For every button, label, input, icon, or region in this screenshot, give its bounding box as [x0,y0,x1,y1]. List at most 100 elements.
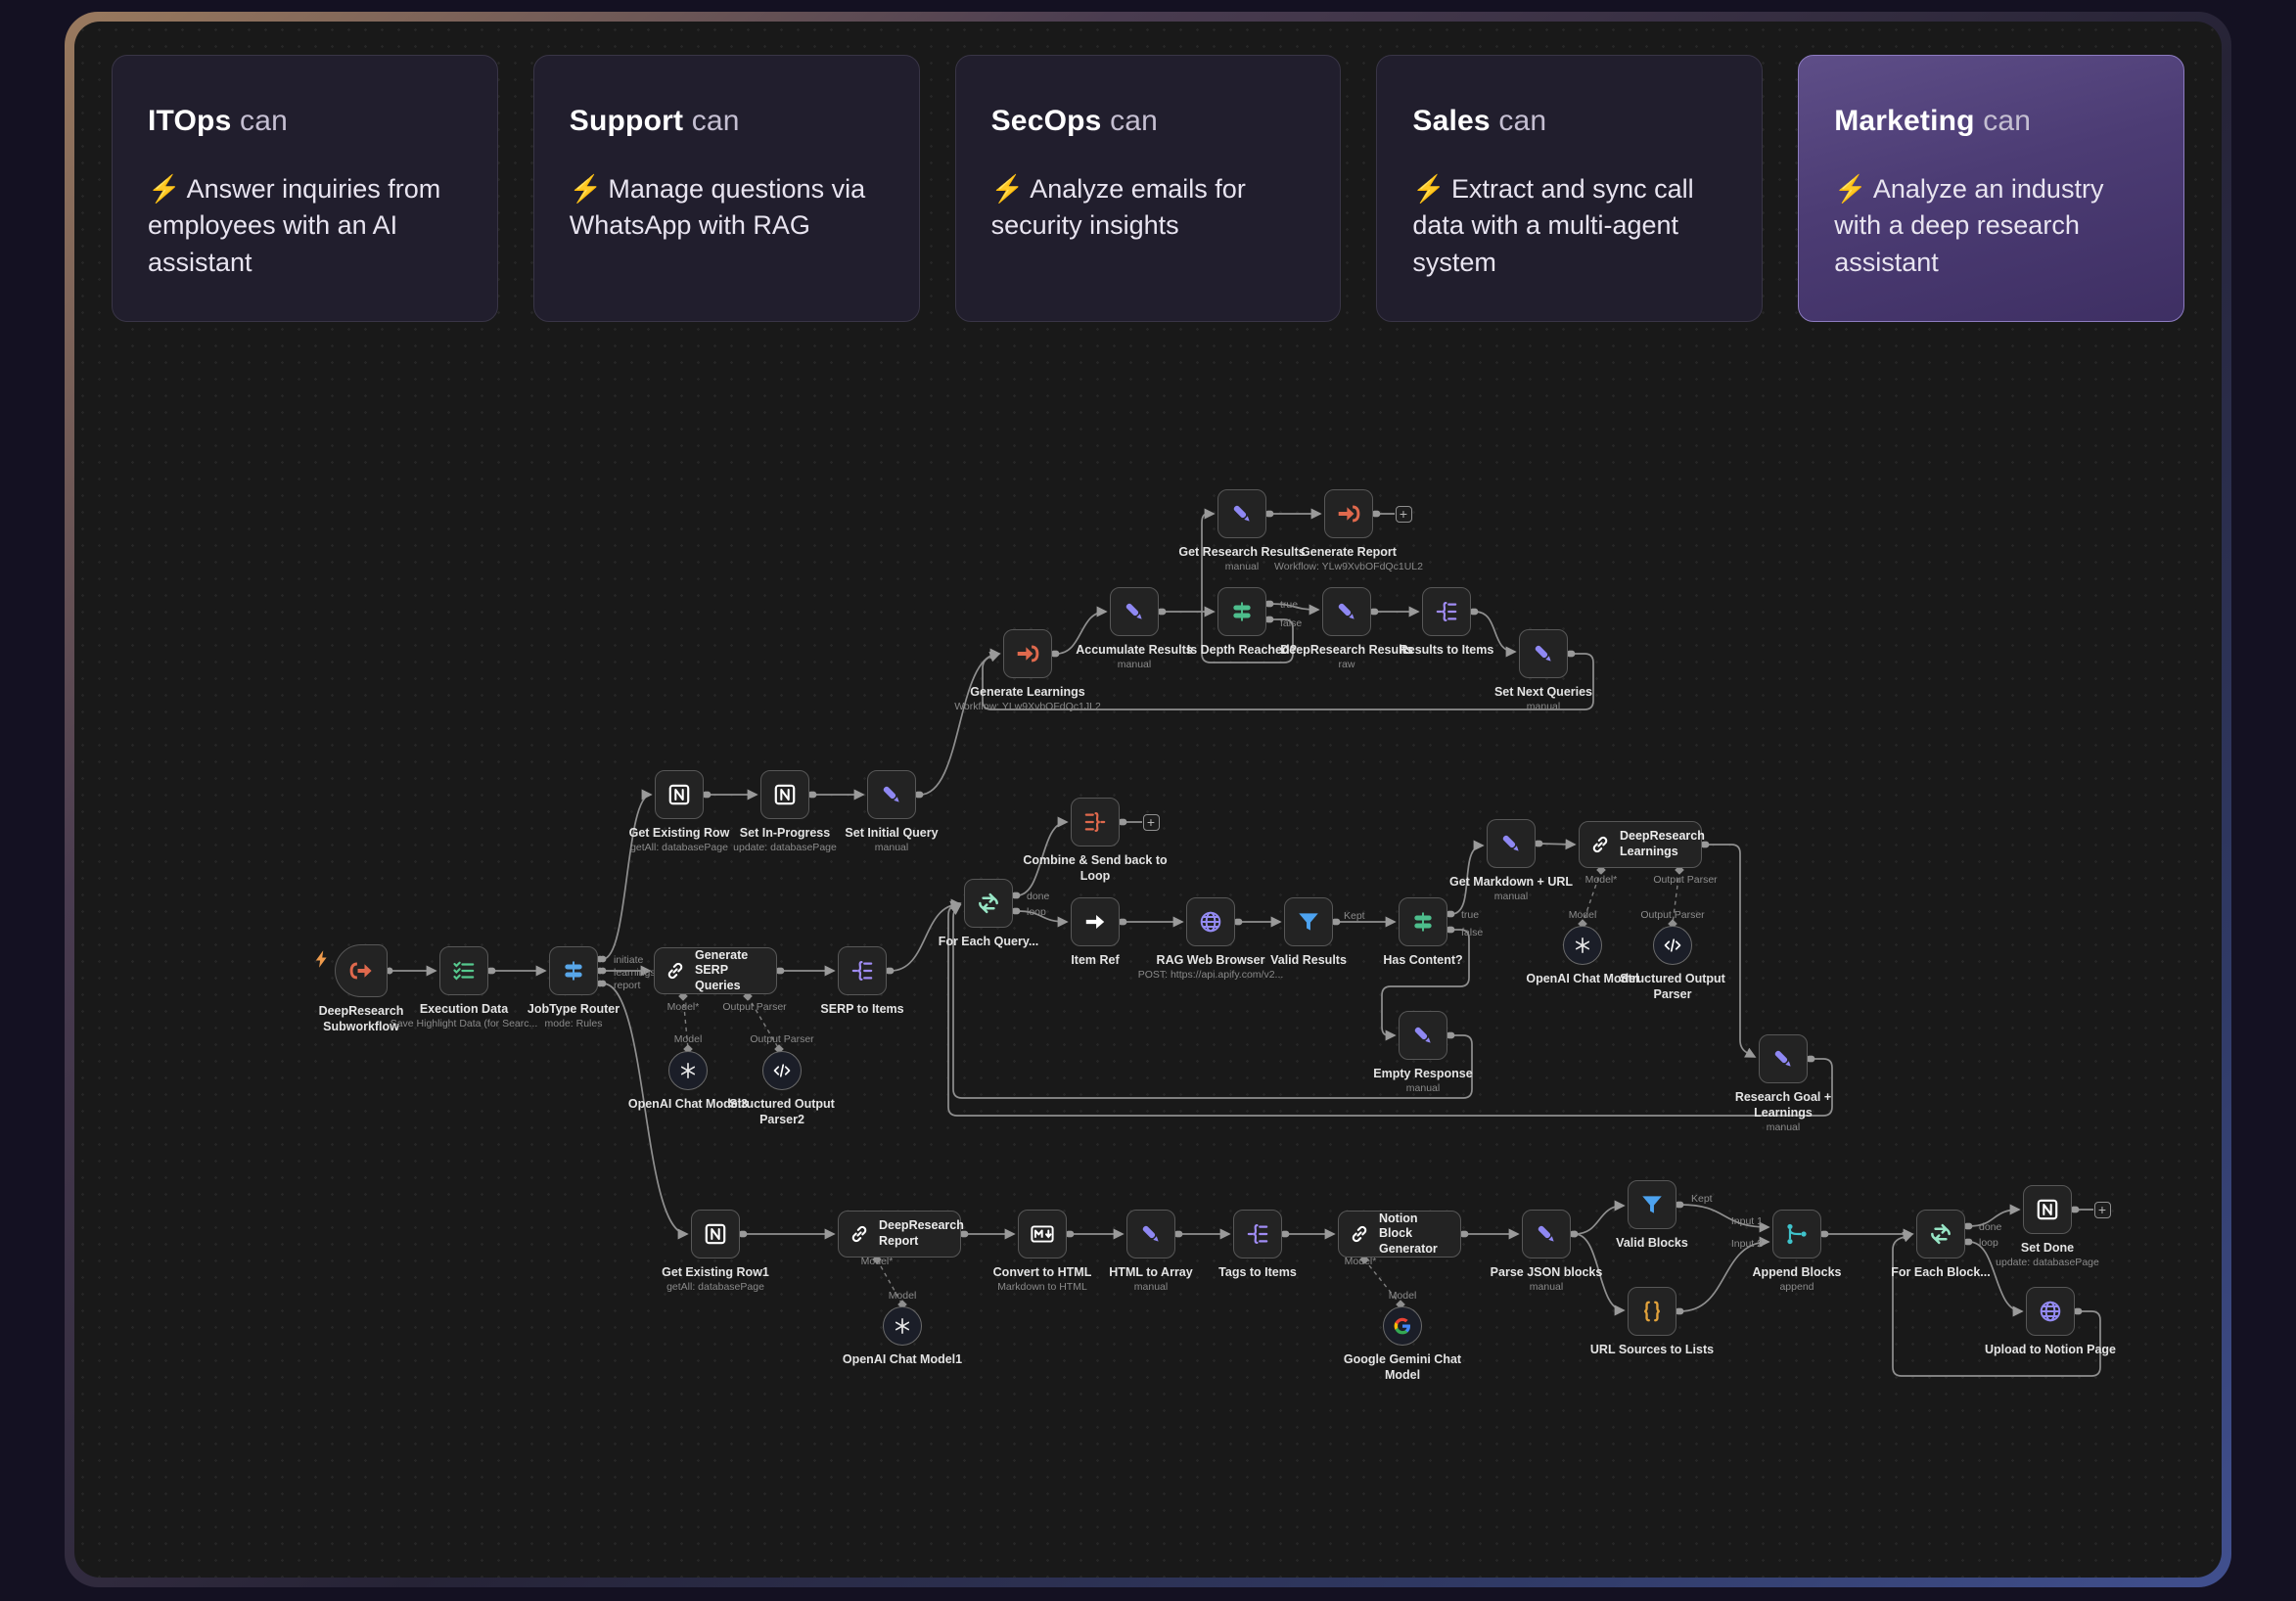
node-label: Valid Results [1270,953,1347,967]
node-subtitle: manual [1224,561,1260,572]
chain-icon [1349,1223,1370,1245]
team-card-sales[interactable]: Sales can⚡Extract and sync call data wit… [1376,55,1764,322]
card-title: Marketing can [1834,105,2032,137]
pencil-icon [879,782,904,807]
node-label: Is Depth Reached? [1186,643,1298,657]
node-subtitle: Workflow: YLw9XvbOFdQc1UL2 [1274,561,1423,572]
markdown-icon [1030,1221,1055,1247]
team-card-marketing[interactable]: Marketing can⚡Analyze an industry with a… [1798,55,2184,322]
node-label: Get Research Results [1178,545,1306,559]
node-validblocks[interactable] [1628,1180,1676,1229]
node-label: Append Blocks [1752,1265,1842,1279]
node-gemini[interactable] [1383,1306,1422,1346]
team-card-secops[interactable]: SecOps can⚡Analyze emails for security i… [954,55,1342,322]
globe-icon [2038,1299,2063,1324]
notion-icon [703,1221,728,1247]
node-jobtype[interactable] [549,946,598,995]
node-researchgoal[interactable] [1759,1034,1808,1083]
node-label: Empty Response [1373,1067,1473,1080]
node-itemref[interactable] [1071,897,1120,946]
node-restoitems[interactable] [1422,587,1471,636]
node-label: Results to Items [1399,643,1494,657]
port-label: Kept [1691,1193,1713,1205]
node-emptyresp[interactable] [1399,1011,1447,1060]
call-workflow-icon [1336,501,1361,526]
team-card-itops[interactable]: ITOps can⚡Answer inquiries from employee… [112,55,498,322]
lightning-icon: ⚡ [569,174,603,204]
pencil-icon [1410,1023,1436,1048]
node-foreachq[interactable] [964,879,1013,928]
node-oaichat[interactable] [1563,926,1602,965]
node-setdone[interactable] [2023,1185,2072,1234]
node-label: Set In-Progress [739,826,831,840]
node-setinitq[interactable] [867,770,916,819]
port-label: loop [1027,906,1046,918]
node-isdepth[interactable] [1217,587,1266,636]
node-oaichat1[interactable] [883,1306,922,1346]
node-validres[interactable] [1284,897,1333,946]
add-node-button[interactable]: + [1142,813,1160,831]
notion-icon [666,782,692,807]
node-label: Set Initial Query [845,826,939,840]
node-drresults[interactable] [1322,587,1371,636]
code-icon [1663,936,1682,955]
node-setinprog[interactable] [760,770,809,819]
switch-icon [1229,599,1255,624]
node-foreachblock[interactable] [1916,1210,1965,1258]
node-execdata[interactable] [439,946,488,995]
node-appendblocks[interactable] [1772,1210,1821,1258]
node-label: OpenAI Chat Model [1526,972,1639,985]
node-serpitems[interactable] [838,946,887,995]
node-oaichat3[interactable] [668,1051,708,1090]
pencil-icon [1229,501,1255,526]
node-tagsitems[interactable] [1233,1210,1282,1258]
node-ragweb[interactable] [1186,897,1235,946]
node-label: Research Goal +Learnings [1734,1090,1832,1120]
node-structout2[interactable] [762,1051,802,1090]
node-label: Generate Report [1301,545,1397,559]
node-getexrow1[interactable] [691,1210,740,1258]
add-node-button[interactable]: + [1395,505,1412,523]
workflow-canvas[interactable]: ITOps can⚡Answer inquiries from employee… [74,22,2222,1578]
arrow-right-icon [1082,909,1108,935]
node-setnextq[interactable] [1519,629,1568,678]
node-uploadnotion[interactable] [2026,1287,2075,1336]
pencil-icon [1138,1221,1164,1247]
filter-icon [1639,1192,1665,1217]
node-convhtml[interactable] [1018,1210,1067,1258]
node-subtitle: getAll: databasePage [630,842,728,853]
notion-icon [2035,1197,2060,1222]
node-subtitle: update: databasePage [1996,1257,2099,1268]
node-drsub[interactable] [335,944,388,997]
team-card-support[interactable]: Support can⚡Manage questions via WhatsAp… [532,55,920,322]
add-node-button[interactable]: + [2093,1201,2111,1218]
node-label: Tags to Items [1218,1265,1297,1279]
node-getmarkdown[interactable] [1487,819,1536,868]
node-label: Has Content? [1383,953,1463,967]
port-label: done [1027,891,1050,902]
filter-icon [1296,909,1321,935]
node-htmlarray[interactable] [1126,1210,1175,1258]
splitout-icon [1434,599,1459,624]
node-subtitle: append [1779,1281,1814,1293]
node-accres[interactable] [1110,587,1159,636]
node-urlsources[interactable] [1628,1287,1676,1336]
node-structout[interactable] [1653,926,1692,965]
port-label: loop [1979,1237,1998,1249]
node-combine[interactable] [1071,798,1120,846]
node-getexrow[interactable] [655,770,704,819]
node-genlearn[interactable] [1003,629,1052,678]
pencil-icon [1770,1046,1796,1072]
node-label: For Each Block... [1891,1265,1991,1279]
port-label: learnings [614,967,656,979]
node-grr[interactable] [1217,489,1266,538]
node-parsejson[interactable] [1522,1210,1571,1258]
node-hascontent[interactable] [1399,897,1447,946]
node-genreport[interactable] [1324,489,1373,538]
